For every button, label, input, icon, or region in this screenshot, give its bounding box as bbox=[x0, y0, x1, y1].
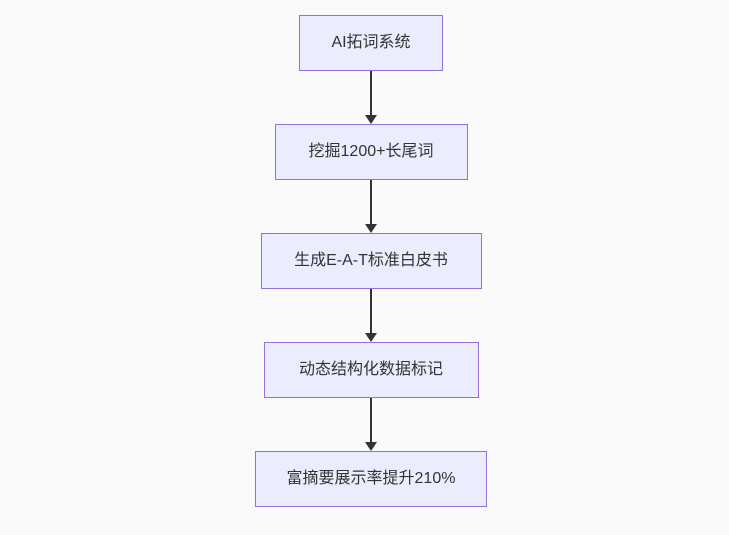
arrow-down-icon bbox=[365, 333, 377, 342]
edge-line bbox=[370, 289, 372, 333]
arrow-down-icon bbox=[365, 115, 377, 124]
flow-node-label: 动态结构化数据标记 bbox=[298, 361, 443, 378]
flow-node-longtail-mining: 挖掘1200+长尾词 bbox=[274, 124, 468, 180]
edge-line bbox=[370, 71, 372, 115]
flow-node-rich-snippet-result: 富摘要展示率提升210% bbox=[255, 451, 487, 507]
arrow-down-icon bbox=[365, 442, 377, 451]
flowchart: AI拓词系统 挖掘1200+长尾词 生成E-A-T标准白皮书 动态结构化数据标记 bbox=[255, 15, 487, 507]
arrow-down-icon bbox=[365, 224, 377, 233]
flow-node-eat-whitepaper: 生成E-A-T标准白皮书 bbox=[260, 233, 482, 289]
flow-node-label: 富摘要展示率提升210% bbox=[286, 470, 456, 487]
edge-line bbox=[370, 398, 372, 442]
edge-line bbox=[370, 180, 372, 224]
flow-edge-1 bbox=[365, 71, 377, 124]
flow-node-label: 生成E-A-T标准白皮书 bbox=[294, 252, 448, 269]
flow-node-ai-word-expansion: AI拓词系统 bbox=[299, 15, 443, 71]
flow-node-label: AI拓词系统 bbox=[331, 34, 411, 51]
flow-node-label: 挖掘1200+长尾词 bbox=[308, 143, 434, 160]
flow-node-structured-data-markup: 动态结构化数据标记 bbox=[263, 342, 479, 398]
flow-edge-2 bbox=[365, 180, 377, 233]
flow-edge-4 bbox=[365, 398, 377, 451]
flow-edge-3 bbox=[365, 289, 377, 342]
